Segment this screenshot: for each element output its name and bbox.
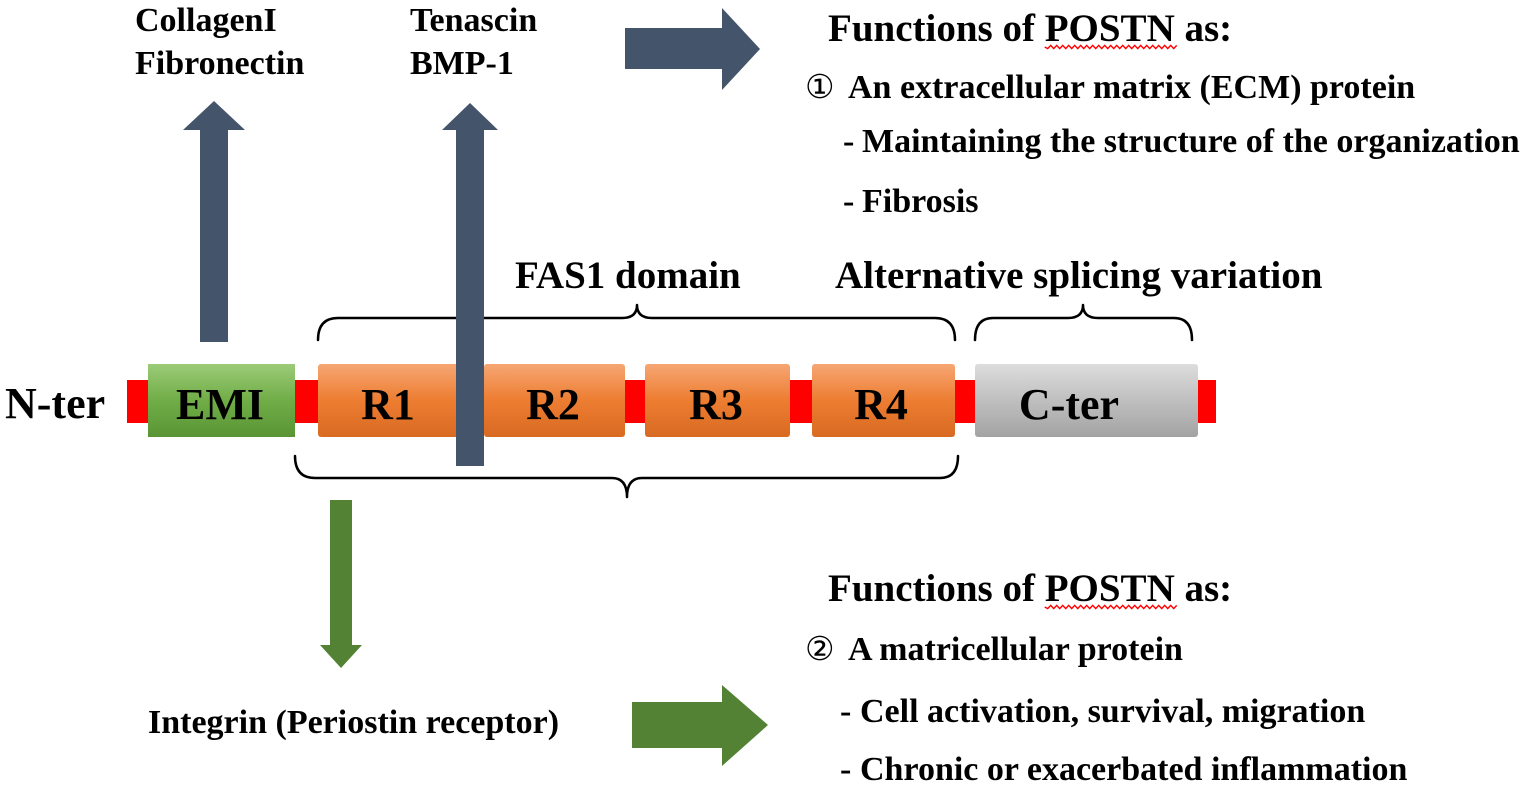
domain-r4-label: R4 xyxy=(854,380,908,429)
matricellular-role-heading: Functions of POSTN as: xyxy=(828,567,1232,610)
ecm-item-dash: - xyxy=(843,183,854,220)
linker-segment xyxy=(625,380,645,423)
linker-segment xyxy=(790,380,812,423)
ecm-item-structure: Maintaining the structure of the organiz… xyxy=(862,123,1520,160)
matricellular-item-dash: - xyxy=(840,751,851,788)
matricellular-role-heading-suffix: as: xyxy=(1175,567,1232,610)
spellcheck-underline xyxy=(1044,44,1178,50)
ecm-item-fibrosis: Fibrosis xyxy=(862,183,979,220)
domain-r1-box xyxy=(318,364,462,437)
partner-tenascin-label: Tenascin xyxy=(410,2,537,39)
domain-r3-box xyxy=(645,364,790,437)
domain-r2-box xyxy=(484,364,625,437)
linker-segment xyxy=(1198,380,1216,423)
arrow-right-matricellular-role xyxy=(632,685,768,766)
domain-r4-box xyxy=(812,364,955,437)
matricellular-role-heading-prefix: Functions of xyxy=(828,567,1045,610)
splicing-top-brace xyxy=(973,303,1194,342)
arrow-up-emi-partners xyxy=(183,101,245,342)
fas1-top-brace xyxy=(316,303,957,342)
fas1-bottom-brace xyxy=(293,454,960,499)
matricellular-item-inflammation: Chronic or exacerbated inflammation xyxy=(860,751,1407,788)
domain-c-ter-label: C-ter xyxy=(1019,380,1119,429)
matricellular-role-title: A matricellular protein xyxy=(848,631,1183,668)
arrow-right-ecm-role xyxy=(625,8,760,90)
ecm-role-title: An extracellular matrix (ECM) protein xyxy=(848,69,1415,106)
integrin-receptor-label: Integrin (Periostin receptor) xyxy=(148,704,559,741)
splicing-variation-label: Alternative splicing variation xyxy=(835,254,1323,297)
arrow-up-fas1-partners xyxy=(442,103,498,466)
circled-one-marker: ① xyxy=(805,67,835,106)
arrow-down-integrin xyxy=(320,500,362,668)
partner-fibronectin-label: Fibronectin xyxy=(135,45,304,82)
ecm-role-heading-prefix: Functions of xyxy=(828,7,1045,50)
spellcheck-underline xyxy=(1044,604,1178,610)
n-terminus-label: N-ter xyxy=(5,379,105,428)
fas1-domain-label: FAS1 domain xyxy=(515,254,741,297)
ecm-role-heading-postn: POSTN xyxy=(1045,7,1175,50)
linker-segment xyxy=(295,380,318,423)
partner-collagen-label: CollagenI xyxy=(135,2,277,39)
domain-r1-label: R1 xyxy=(361,380,415,429)
partner-bmp1-label: BMP-1 xyxy=(410,45,514,82)
ecm-role-heading-suffix: as: xyxy=(1175,7,1232,50)
protein-bar: EMI R1 R2 R3 R4 C-ter xyxy=(127,364,1216,437)
domain-r3-label: R3 xyxy=(689,380,743,429)
domain-emi-box xyxy=(148,364,295,437)
circled-two-marker: ② xyxy=(805,629,835,668)
linker-segment xyxy=(955,380,975,423)
ecm-item-dash: - xyxy=(843,123,854,160)
matricellular-role-heading-postn: POSTN xyxy=(1045,567,1175,610)
domain-emi-label: EMI xyxy=(176,380,264,429)
matricellular-item-activation: Cell activation, survival, migration xyxy=(860,693,1365,730)
domain-c-ter-box xyxy=(975,364,1198,437)
linker-segment xyxy=(127,380,148,423)
matricellular-item-dash: - xyxy=(840,693,851,730)
ecm-role-heading: Functions of POSTN as: xyxy=(828,7,1232,50)
domain-r2-label: R2 xyxy=(526,380,580,429)
